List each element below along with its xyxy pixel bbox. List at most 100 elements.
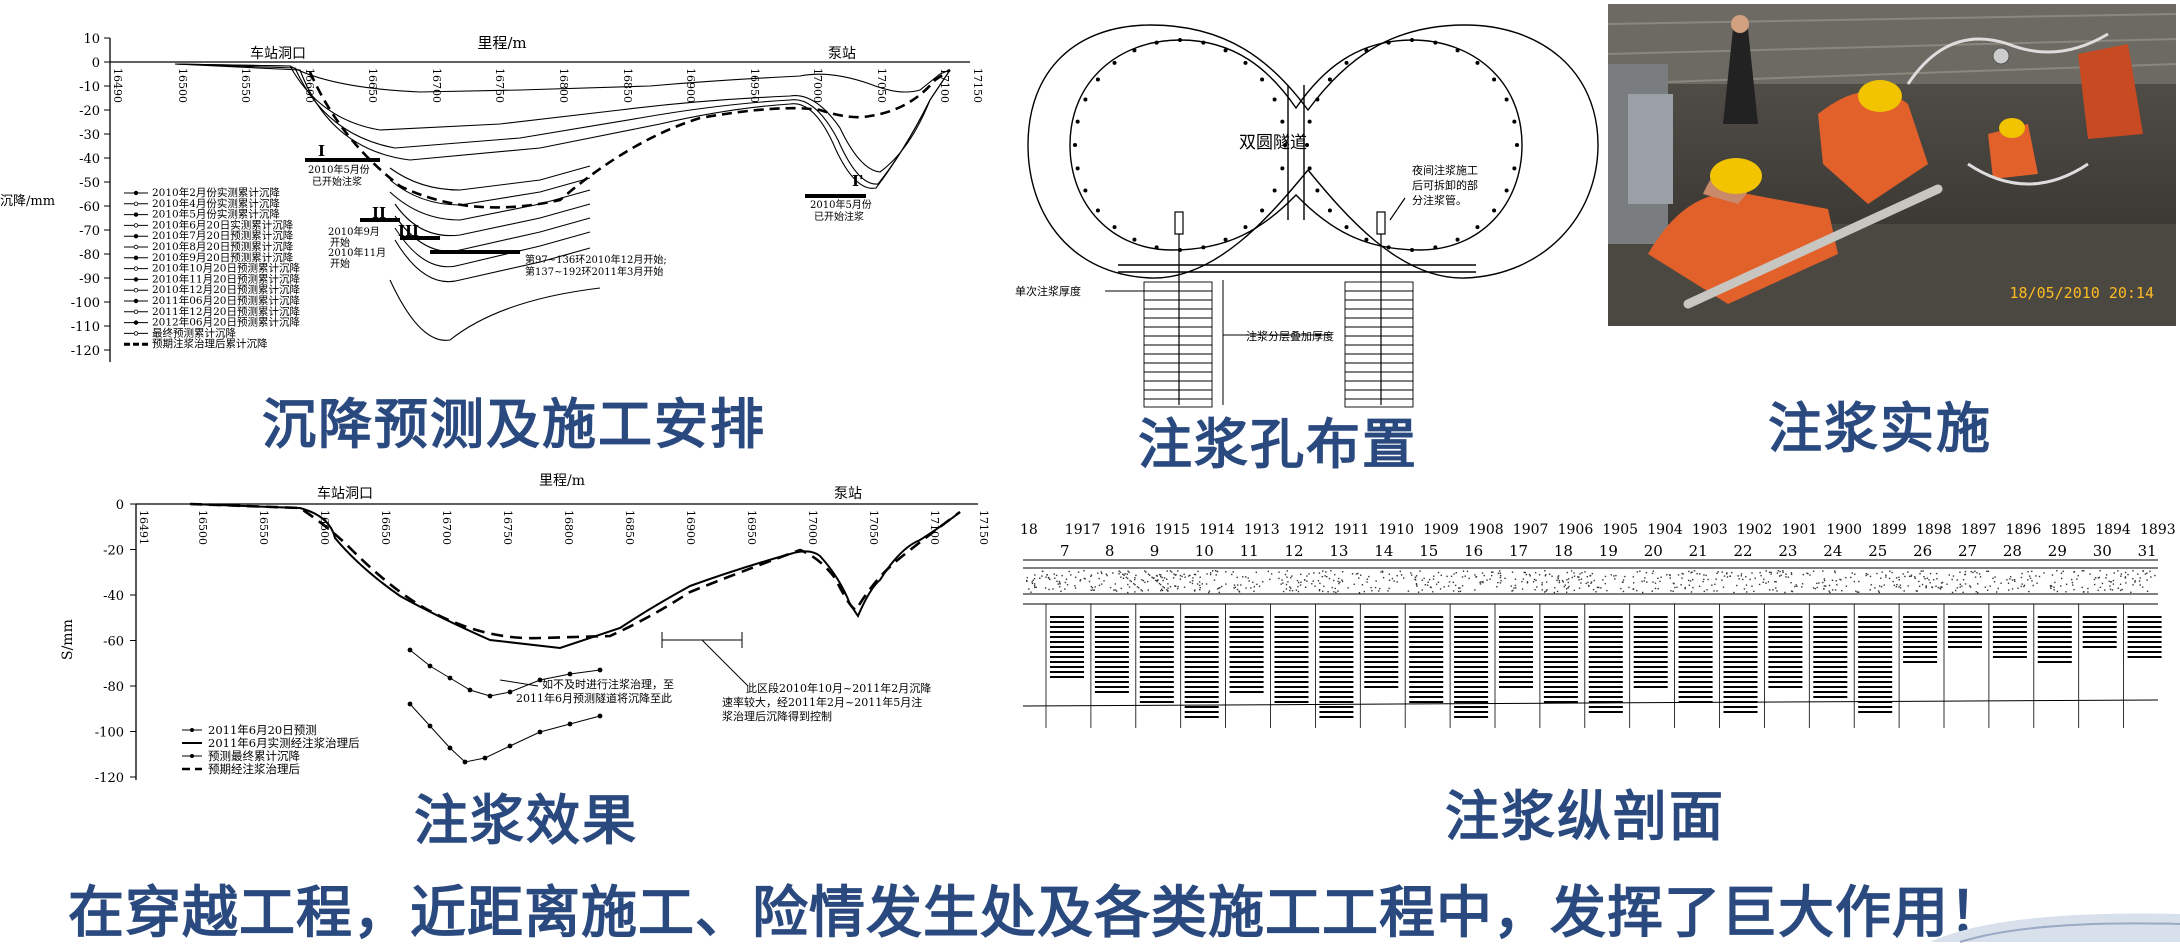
grout-record-row xyxy=(1184,696,1219,698)
soil-speckle xyxy=(1339,581,1341,583)
soil-speckle xyxy=(1565,588,1568,590)
soil-speckle xyxy=(1716,590,1718,592)
soil-speckle xyxy=(1858,580,1860,583)
soil-speckle xyxy=(1948,574,1951,576)
soil-speckle xyxy=(1134,576,1136,579)
soil-speckle xyxy=(1669,574,1671,576)
soil-speckle xyxy=(1929,582,1931,584)
ring-number-bottom: 17 xyxy=(1509,542,1528,560)
grout-record-row xyxy=(1858,701,1893,703)
soil-speckle xyxy=(1335,591,1337,594)
ring-number-bottom: 23 xyxy=(1778,542,1797,560)
soil-speckle xyxy=(1613,575,1615,577)
soil-speckle xyxy=(1126,573,1128,575)
soil-speckle xyxy=(1591,572,1594,575)
grout-record-row xyxy=(1588,691,1623,693)
grout-record-row xyxy=(1319,661,1354,663)
soil-speckle xyxy=(1639,570,1641,572)
grout-record-row xyxy=(1454,676,1489,678)
grout-record-row xyxy=(2127,636,2162,638)
soil-speckle xyxy=(1313,572,1315,574)
grout-record-row xyxy=(1723,671,1758,673)
soil-speckle xyxy=(1120,587,1122,590)
grout-record-row xyxy=(1094,641,1129,643)
soil-speckle xyxy=(1177,585,1179,588)
soil-speckle xyxy=(1499,582,1502,584)
top-xtick-label: 16800 xyxy=(557,68,570,103)
grout-record-row xyxy=(1454,696,1489,698)
bottom-series-point xyxy=(507,743,513,749)
soil-speckle xyxy=(2111,589,2114,591)
soil-speckle xyxy=(1285,583,1288,586)
grout-record-row xyxy=(1139,621,1174,623)
grout-record-row xyxy=(1768,651,1803,653)
soil-speckle xyxy=(1381,570,1384,572)
soil-speckle xyxy=(1421,579,1424,582)
soil-speckle xyxy=(1573,572,1575,574)
grout-record-row xyxy=(1184,666,1219,668)
soil-speckle xyxy=(1772,589,1774,591)
soil-speckle xyxy=(1850,576,1852,579)
grout-record-row xyxy=(1184,681,1219,683)
bottom-legend-marker xyxy=(190,754,194,758)
grout-record-row xyxy=(1274,701,1309,703)
soil-speckle xyxy=(1214,570,1217,572)
ring-number-top: 1893 xyxy=(2140,522,2176,538)
grout-record-row xyxy=(1992,631,2027,633)
soil-speckle xyxy=(1614,578,1616,580)
soil-speckle xyxy=(2054,581,2056,584)
soil-speckle xyxy=(1321,575,1323,578)
grout-record-row xyxy=(1543,691,1578,693)
ring-bolt xyxy=(1112,60,1117,65)
soil-speckle xyxy=(1883,584,1885,586)
grout-record-row xyxy=(1858,696,1893,698)
grout-record-row xyxy=(1858,646,1893,648)
grout-record-row xyxy=(1184,656,1219,658)
soil-speckle xyxy=(1399,570,1401,573)
soil-speckle xyxy=(1333,591,1335,593)
bottom-series-point xyxy=(467,687,473,693)
grout-record-row xyxy=(1633,616,1668,618)
soil-speckle xyxy=(1828,590,1830,592)
grout-record-row xyxy=(1858,656,1893,658)
soil-speckle xyxy=(1215,574,1217,576)
soil-speckle xyxy=(1144,570,1146,572)
ring-number-top: 1916 xyxy=(1110,522,1146,538)
soil-speckle xyxy=(1878,591,1881,594)
soil-speckle xyxy=(2110,581,2112,583)
soil-speckle xyxy=(1193,573,1196,576)
soil-speckle xyxy=(1466,570,1469,573)
soil-speckle xyxy=(1566,591,1568,593)
grout-record-row xyxy=(1948,621,1982,623)
grout-record-row xyxy=(1588,676,1623,678)
soil-speckle xyxy=(1156,580,1158,583)
grout-record-row xyxy=(1364,631,1399,633)
grout-record-row xyxy=(1678,686,1713,688)
bottom-series-point xyxy=(537,677,543,683)
grout-record-row xyxy=(1364,646,1399,648)
soil-speckle xyxy=(1587,581,1589,584)
soil-speckle xyxy=(1140,589,1142,591)
grout-record-row xyxy=(1319,666,1354,668)
grout-record-row xyxy=(1094,636,1129,638)
grout-record-row xyxy=(1948,646,1982,648)
soil-speckle xyxy=(2146,579,2148,581)
soil-speckle xyxy=(1714,583,1716,586)
grout-record-row xyxy=(1319,691,1354,693)
grout-record-row xyxy=(1364,671,1399,673)
soil-speckle xyxy=(2083,570,2085,572)
grout-record-row xyxy=(1319,671,1354,673)
soil-speckle xyxy=(1090,575,1092,578)
top-legend-marker xyxy=(133,298,139,304)
grout-record-row xyxy=(1813,641,1848,643)
top-series-line xyxy=(174,63,951,189)
ring-bolt xyxy=(1386,40,1391,45)
ring-number-bottom: 20 xyxy=(1644,542,1663,560)
soil-speckle xyxy=(1592,588,1595,591)
soil-speckle xyxy=(2117,587,2119,589)
soil-speckle xyxy=(1446,575,1448,578)
soil-speckle xyxy=(1541,589,1543,591)
bottom-ytick-label: -40 xyxy=(103,589,124,604)
soil-speckle xyxy=(1677,574,1680,576)
grout-record-row xyxy=(1319,686,1354,688)
